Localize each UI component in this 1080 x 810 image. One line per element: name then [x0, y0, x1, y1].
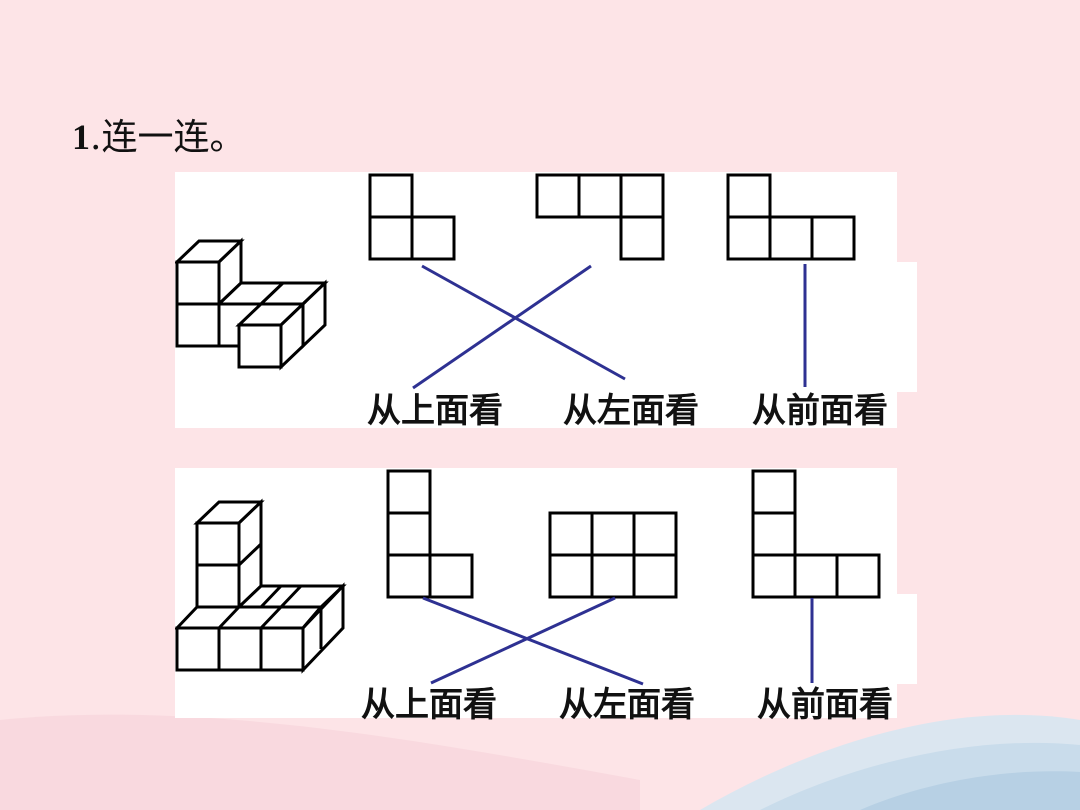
- answer-line: [430, 596, 616, 685]
- view-1-shape: [386, 469, 474, 599]
- label-front-view: 从前面看: [752, 391, 888, 430]
- matching-diagram-1: 从上面看 从左面看 从前面看: [175, 172, 917, 430]
- question-number: 1: [72, 117, 90, 157]
- label-left-view: 从左面看: [559, 685, 695, 720]
- view-2-shape: [548, 511, 678, 599]
- answer-lines-1: [412, 264, 807, 390]
- label-top-view: 从上面看: [367, 391, 503, 430]
- matching-panel-1: 从上面看 从左面看 从前面看: [175, 172, 920, 430]
- view-3-shape: [726, 173, 856, 261]
- cube-figure-2: [175, 498, 347, 674]
- answer-line: [421, 264, 626, 381]
- label-left-view: 从左面看: [563, 391, 699, 430]
- answer-line: [412, 264, 592, 390]
- answer-line: [422, 596, 644, 686]
- view-2-shape: [535, 173, 665, 261]
- label-top-view: 从上面看: [361, 685, 497, 720]
- label-front-view: 从前面看: [757, 685, 893, 720]
- matching-diagram-2: 从上面看 从左面看 从前面看: [175, 468, 917, 720]
- cube-figure-1: [175, 237, 329, 371]
- question-title: 1.连一连。: [72, 108, 245, 160]
- matching-panel-2: 从上面看 从左面看 从前面看: [175, 468, 920, 720]
- view-1-shape: [368, 173, 456, 261]
- view-3-shape: [751, 469, 881, 599]
- answer-lines-2: [422, 596, 814, 686]
- question-text: .连一连。: [90, 117, 246, 158]
